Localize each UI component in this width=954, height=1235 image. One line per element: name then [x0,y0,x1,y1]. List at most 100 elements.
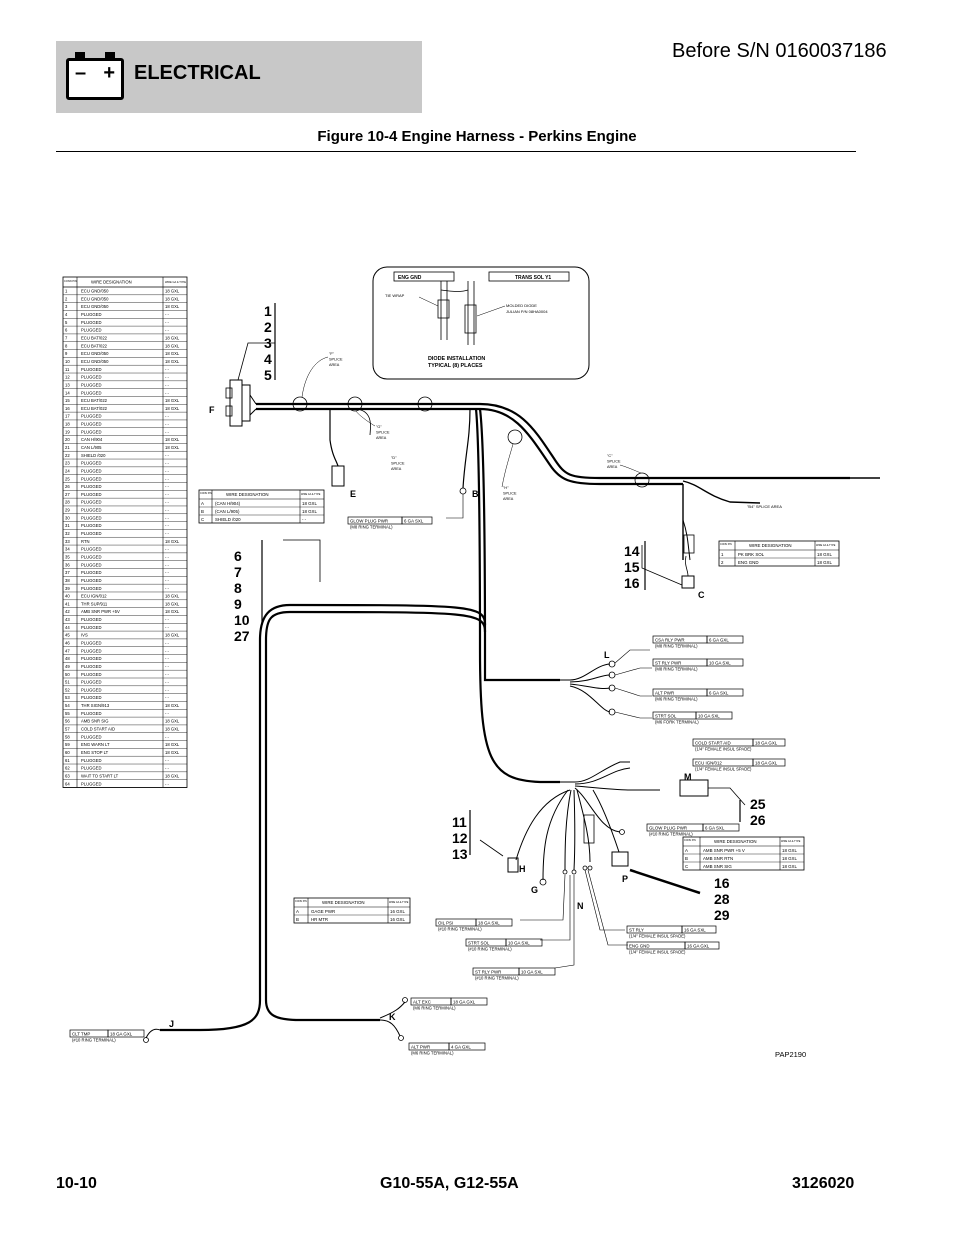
callout-11-13: 11 [452,814,467,830]
pin-table-cell: ECU GND/050 [81,304,109,309]
splice-circle-1 [347,396,363,412]
pin-table-cell: PLUGGED [81,570,101,575]
pin-table-cell: IVS [81,633,88,638]
table-e-head: CONN PIN [200,492,212,495]
pin-table-cell: 11 [65,367,70,372]
letter-f: F [209,405,215,415]
pin-table-cell: 18 GXL [165,727,180,732]
leaders-n [520,874,575,969]
splice-circle-2 [417,396,433,412]
leader-splice-c [619,464,642,474]
table-c-head: WIRE DESIGNATION [749,543,792,548]
pin-table-cell: PLUGGED [81,625,101,630]
pin-table-cell: 64 [65,781,70,786]
terminal-tag-ga [706,658,744,667]
terminal-tag-ga [706,635,744,644]
pin-table-cell: 32 [65,531,70,536]
terminal-note: (1/4" FEMALE INSUL SPADE) [695,747,752,752]
terminal-ga: 18 GA SXL [478,920,500,925]
leader [418,296,439,307]
terminal-note: (1/4" FEMALE INSUL SPADE) [629,934,686,939]
terminal-tag-ga [401,516,433,525]
pin-table-cell: 36 [65,562,70,567]
terminal-name: ENG GND [629,943,650,948]
terminal-note: (M6 FORK TERMINAL) [655,720,699,725]
pin-table-cell: PLUGGED [81,375,101,380]
table-c-cell: 2 [721,560,724,565]
pin-table-cell: ECU BAT/022 [81,336,108,341]
table-e-cell: 18 GXL [302,501,317,506]
terminal-name: STRT SOL [655,713,677,718]
pin-table-cell: ECU IGN/012 [81,594,107,599]
harness-trunk-2 [256,407,685,486]
pin-table-cell: CAN L/905 [81,445,102,450]
pin-table-cell: 1 [65,289,68,294]
terminal-name: ALT PWR [655,690,674,695]
pin-table-cell: 18 [65,422,70,427]
pin-table-cell: - - [165,554,170,559]
diode-body-right [464,304,477,334]
terminal-b [459,487,467,495]
table-h-head: WIRE DESIGNATION [322,900,365,905]
pin-table-cell: - - [165,500,170,505]
pin-table-cell: 50 [65,672,70,677]
pin-table-cell: PLUGGED [81,562,101,567]
pin-table-cell: 18 GXL [165,594,180,599]
table-c-cell: 1 [721,552,724,557]
pin-table-cell: - - [165,562,170,567]
pin-table-cell: PLUGGED [81,414,101,419]
branch-k [379,1001,406,1037]
diode-eng-gnd-tag [393,271,455,282]
leader-glow-plug [446,494,464,519]
harness-trunk [256,402,850,480]
table-h-cell: A [296,909,299,914]
pin-table-cell: 49 [65,664,70,669]
terminal-name: CLT TMP [72,1031,90,1036]
callout-6-27: 6 [234,548,242,564]
table-c-cell: 18 GXL [817,560,832,565]
terminal-tag-ga [450,997,488,1006]
terminal-ga: 18 GA GXL [110,1031,133,1036]
pin-table-cell: PLUGGED [81,422,101,427]
pin-table-cell: 27 [65,492,70,497]
doc-number: 3126020 [792,1175,855,1192]
pin-table-cell: COLD START AID [81,727,115,732]
pin-table-cell: 62 [65,766,70,771]
pin-table-cell: ECU GND/050 [81,296,109,301]
terminal-note: (M6 RING TERMINAL) [413,1006,456,1011]
splice-label: "D" [391,456,397,460]
pin-table-cell: 35 [65,554,70,559]
pin-table-cell: PLUGGED [81,484,101,489]
connector-c-lead [683,534,695,554]
pin-table-cell: PLUGGED [81,578,101,583]
splice-label: AREA [503,497,514,501]
table-e-cell: - - [302,517,307,522]
pin-table-cell: 13 [65,382,70,387]
pin-table-cell: 18 GXL [165,703,180,708]
terminal-tag-ga [752,758,786,767]
terminal-tag-ga [702,823,740,832]
letter-k: K [389,1012,396,1022]
table-p-cell: 18 GXL [782,856,797,861]
terminal-tag-ga [518,967,556,976]
pin-table-cell: 18 GXL [165,539,180,544]
letter-l: L [604,650,610,660]
letter-c: C [698,590,705,600]
pin-table-head: CONN PIN [64,279,77,283]
table-p-cell: B [685,856,688,861]
pin-table-cell: 54 [65,703,70,708]
pin-table-cell: 33 [65,539,70,544]
branch-b [462,408,471,489]
harness-down-2 [474,408,560,784]
pin-table-cell: 18 GXL [165,633,180,638]
connector-f-flange [241,384,251,422]
table-c-cell: 18 GXL [817,552,832,557]
terminal-ga: 16 GA GXL [687,943,710,948]
terminal-n-4 [587,865,593,871]
diode-link [440,289,469,292]
pin-table-cell: PLUGGED [81,312,101,317]
terminal-name: CSA RLY PWR [655,637,685,642]
letter-e: E [350,489,356,499]
pin-table-cell: 28 [65,500,70,505]
pin-table-cell: ENG STOP LT [81,750,109,755]
